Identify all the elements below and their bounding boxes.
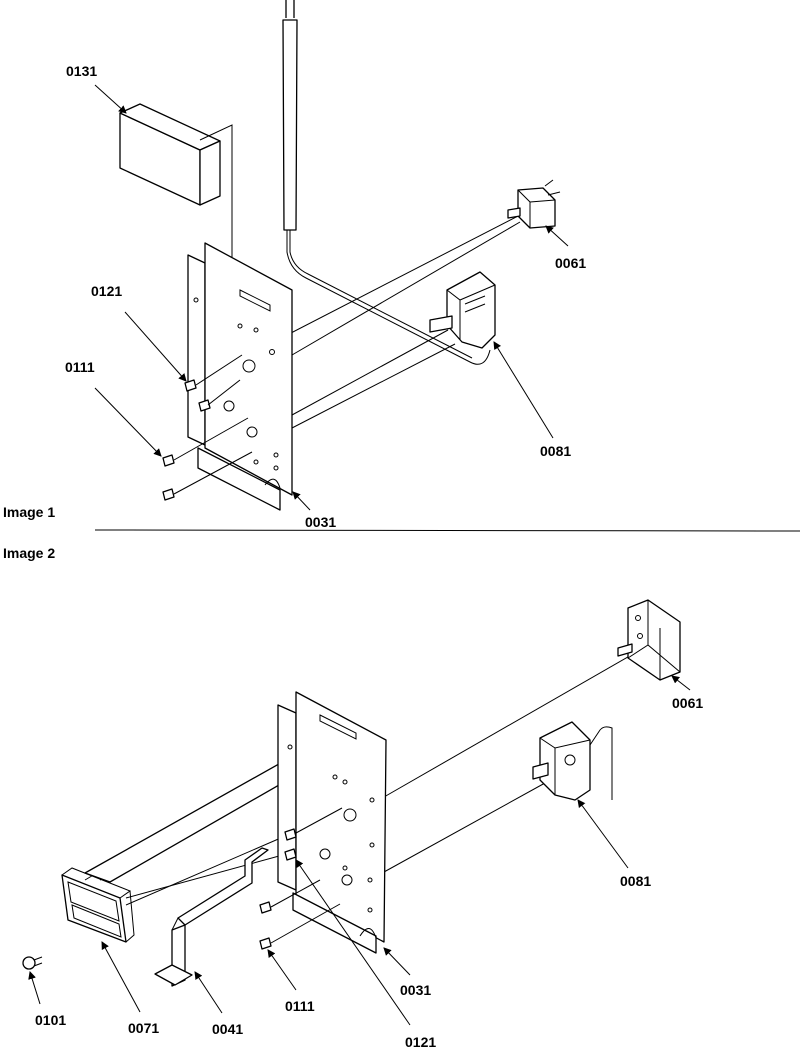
image-2-diagram: Image 2 [3, 545, 703, 1050]
image-1-diagram: 0131 0121 0111 0061 0081 0031 Image 1 [3, 0, 586, 530]
callout-0031: 0031 [400, 982, 431, 998]
part-0031-bracket-1 [187, 242, 293, 511]
callout-0121: 0121 [405, 1034, 436, 1050]
part-0061-switch-1 [507, 179, 561, 229]
callout-0121: 0121 [91, 283, 122, 299]
image-divider [94, 529, 800, 532]
callouts-2: 0061 0081 0101 0071 0041 0111 0031 0121 [28, 675, 703, 1050]
callout-0111: 0111 [285, 998, 315, 1014]
screw-icon [162, 454, 175, 467]
part-0031-bracket-2 [277, 691, 387, 954]
callout-0081: 0081 [620, 873, 651, 889]
part-0081-thermostat-2 [532, 721, 613, 801]
part-0041-bracket [154, 847, 269, 987]
thermostat-capillary-bulb [282, 0, 491, 365]
callout-0031: 0031 [305, 514, 336, 530]
screw-icon [198, 399, 211, 412]
screw-icon [162, 488, 175, 501]
image-1-caption: Image 1 [3, 504, 55, 520]
screw-icon [284, 828, 297, 841]
screws-1 [162, 354, 253, 501]
screws-2 [259, 807, 343, 950]
screw-icon [184, 379, 197, 392]
part-0101-fastener [22, 956, 43, 970]
callout-0111: 0111 [65, 359, 95, 375]
part-0061-switch-2 [617, 599, 681, 681]
callout-0081: 0081 [540, 443, 571, 459]
callout-0061: 0061 [555, 255, 586, 271]
callout-0071: 0071 [128, 1020, 159, 1036]
screw-icon [259, 937, 272, 950]
part-0081-thermostat-1 [429, 271, 496, 349]
screw-icon [259, 901, 272, 914]
callout-0061: 0061 [672, 695, 703, 711]
part-0071-panel [61, 867, 135, 943]
callout-0131: 0131 [66, 63, 97, 79]
callout-0041: 0041 [212, 1021, 243, 1037]
image-2-caption: Image 2 [3, 545, 55, 561]
screw-icon [284, 848, 297, 861]
callouts-1: 0131 0121 0111 0061 0081 0031 [65, 63, 586, 530]
callout-0101: 0101 [35, 1012, 66, 1028]
part-0131-box [119, 103, 233, 295]
projection-lines-1 [257, 215, 521, 429]
